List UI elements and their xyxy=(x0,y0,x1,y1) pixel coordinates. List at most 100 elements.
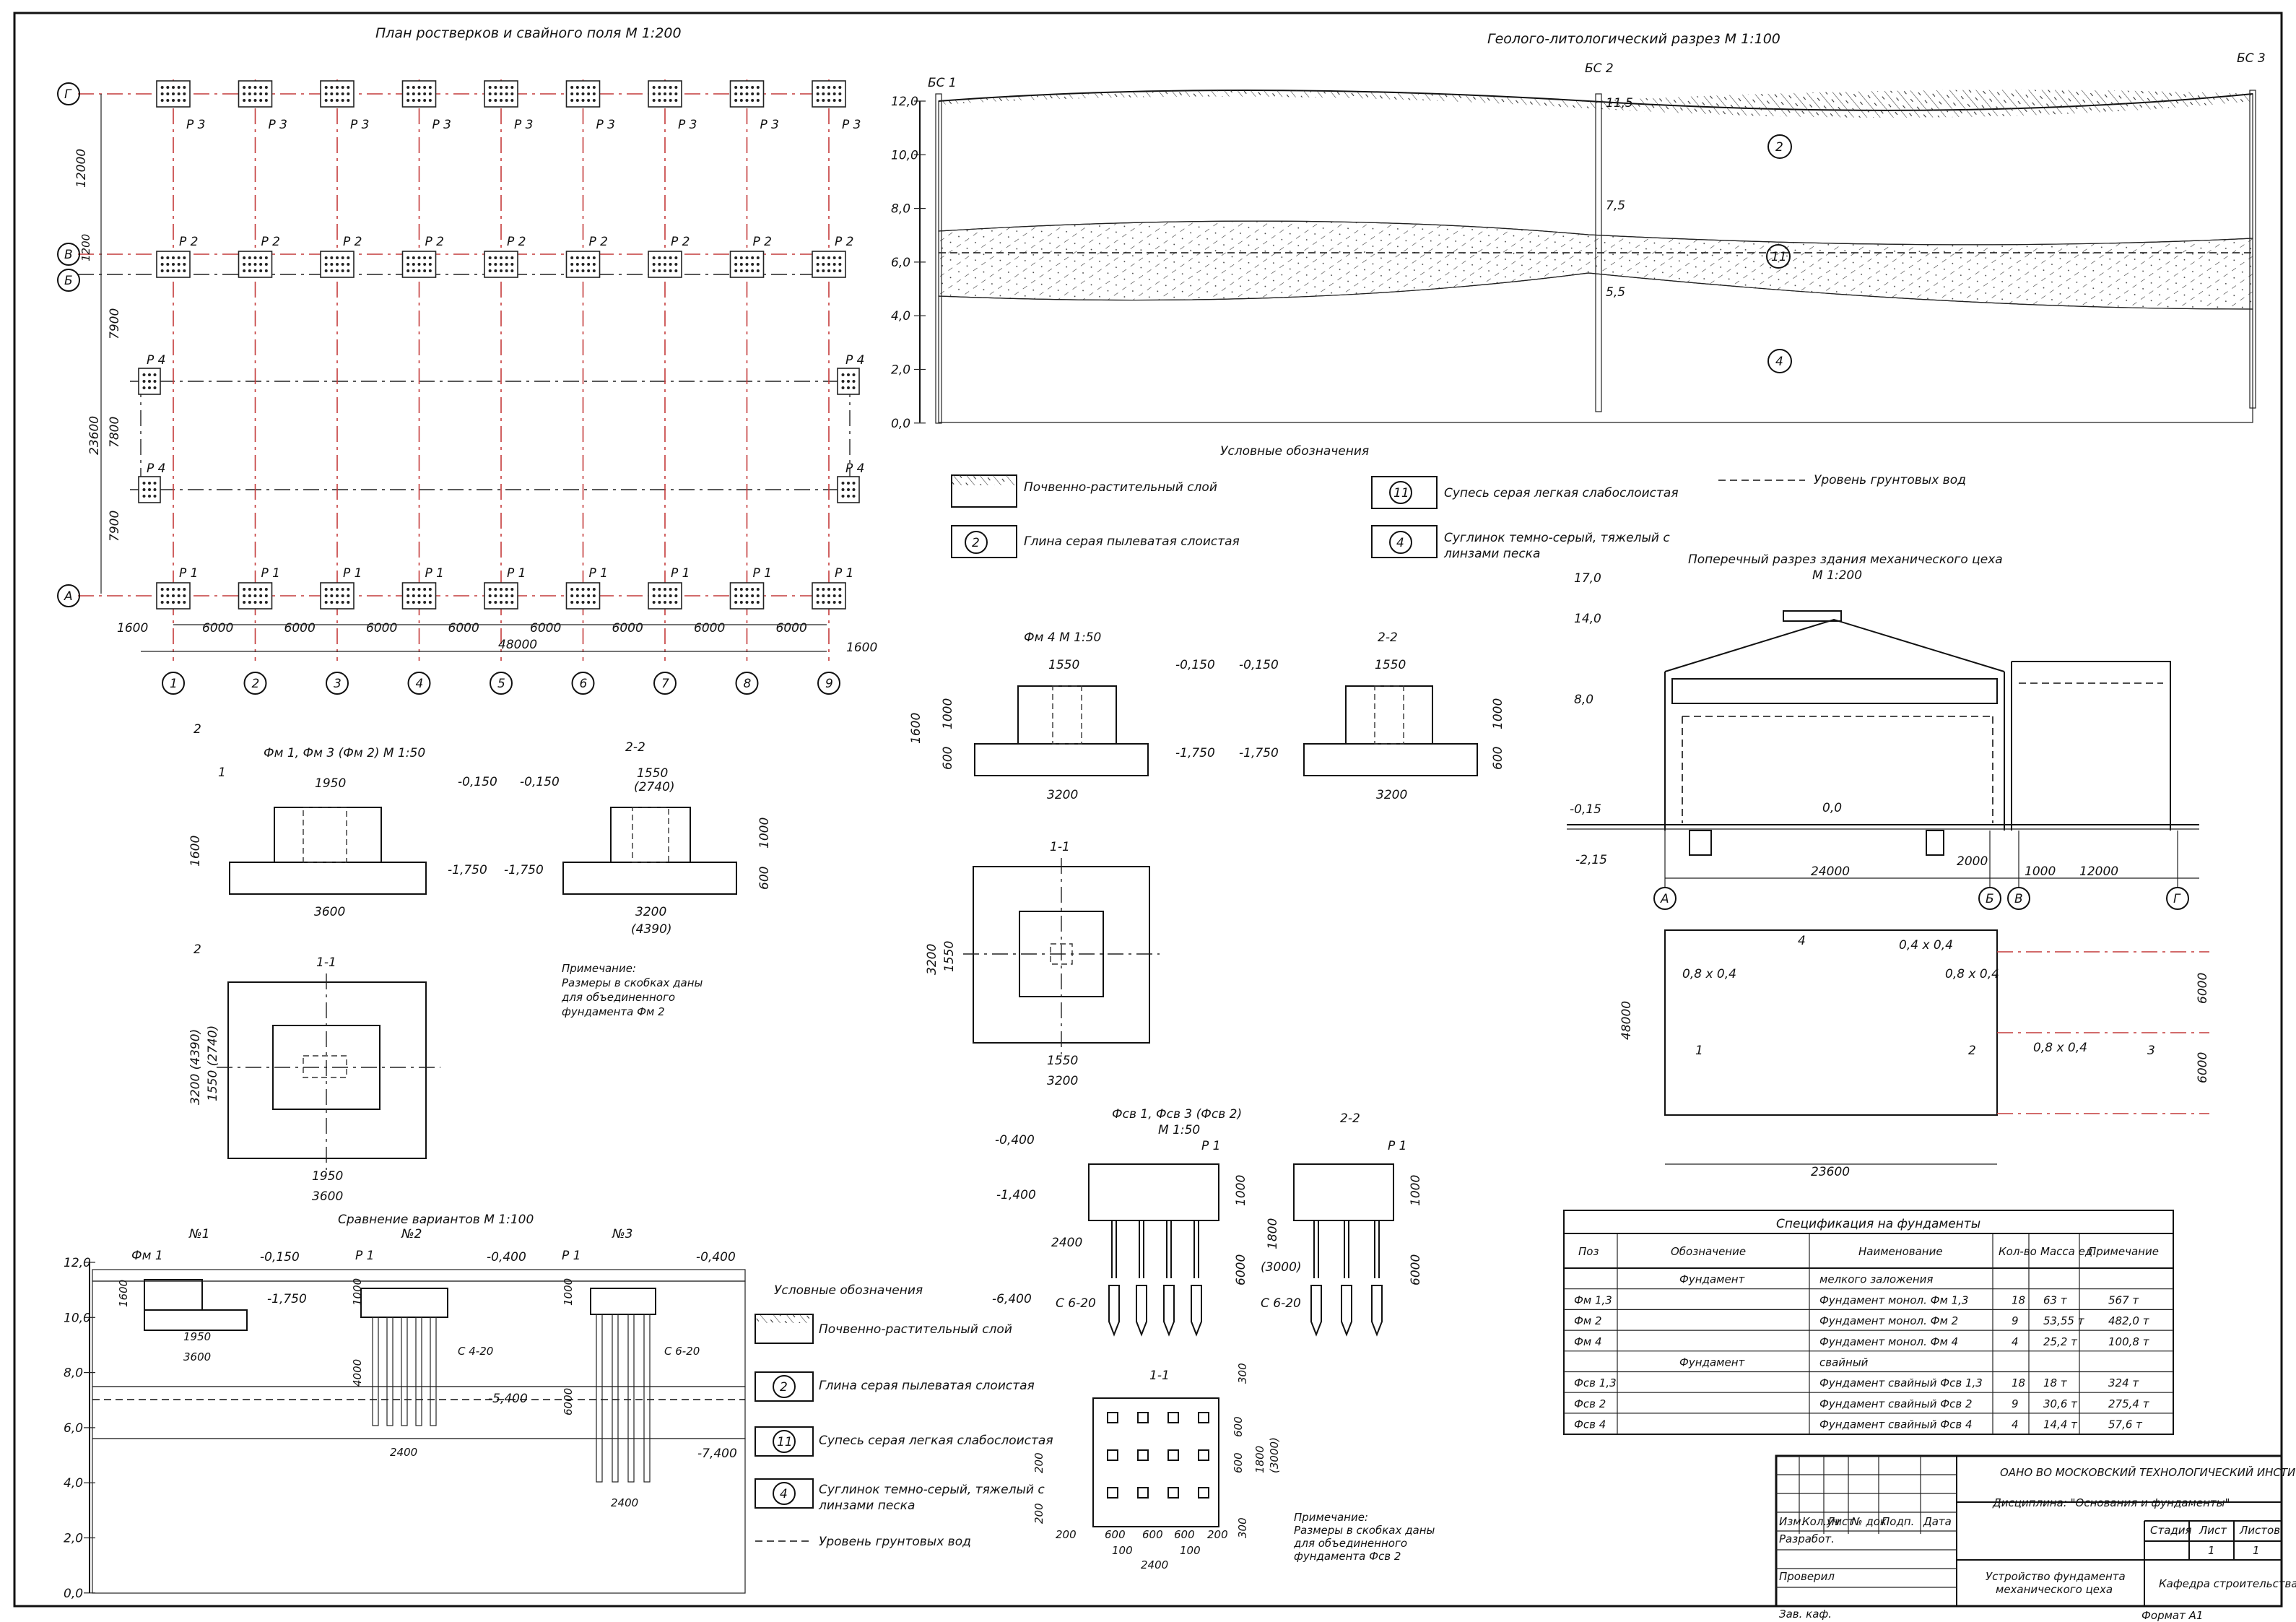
fsv-scale: М 1:50 xyxy=(1158,1123,1200,1137)
pile-cap-r1-6-pile xyxy=(570,601,574,604)
pile-cap-r2-5-pile xyxy=(494,256,497,259)
pile-cap-r2-4-pile xyxy=(428,256,432,259)
pile-cap-r1-3-pile xyxy=(347,594,350,597)
pile-cap-r3-3-pile xyxy=(341,92,344,95)
pile-cap-r3-6 xyxy=(565,80,601,108)
fsv-plan-dim-600a: 600 xyxy=(1232,1416,1245,1437)
pile-cap-r2-8-pile xyxy=(751,263,755,266)
pile-cap-r1-4-pile xyxy=(412,594,415,597)
pile-cap-r4-1-1-pile xyxy=(847,495,850,498)
fm4-22-column xyxy=(1345,685,1433,745)
pile-cap-r2-2-pile xyxy=(243,256,246,259)
pile-cap-r1-9-pile xyxy=(832,601,836,604)
pile-cap-r1-9-pile xyxy=(816,601,819,604)
pile-cap-r1-7-pile xyxy=(658,588,661,591)
pile-cap-r1-7-pile xyxy=(652,601,656,604)
legend-b-text-loam-1: Суглинок темно-серый, тяжелый с xyxy=(819,1483,1045,1497)
pile-cap-r3-8-pile xyxy=(751,92,755,95)
pile-cap-r2-5-pile xyxy=(505,269,508,272)
pile-cap-r1-1-pile xyxy=(166,588,170,591)
pile-cap-r2-9-pile xyxy=(832,263,836,266)
pile-cap-r3-5-pile xyxy=(488,92,492,95)
compare-level-040a: -0,400 xyxy=(487,1250,526,1265)
pile-cap-r2-4-pile xyxy=(423,269,427,272)
legend-b-text-loam-2: линзами песка xyxy=(818,1499,915,1513)
fsv-level-140: -1,400 xyxy=(996,1188,1036,1202)
pile-cap-r1-6 xyxy=(565,582,601,610)
fsv-note-1: Примечание: xyxy=(1294,1511,1368,1524)
spec-cell-6-5: 275,4 т xyxy=(2108,1397,2150,1410)
plan-axis-bubble-3 xyxy=(326,672,349,695)
pile-cap-r1-1-pile xyxy=(160,588,164,591)
pile-cap-r2-3-pile xyxy=(336,256,339,259)
cross-dim-48000: 48000 xyxy=(1619,1001,1634,1040)
fsv-dim-2400: 2400 xyxy=(1051,1236,1082,1250)
pile-cap-r3-2-pile xyxy=(243,86,246,89)
compare-y-ticks: 12,010,08,06,04,02,00,0 xyxy=(64,1256,95,1601)
stamp-sheet-v: 1 xyxy=(2208,1544,2215,1557)
pile-cap-r1-6-pile xyxy=(581,588,585,591)
fm1-22-level-015: -0,150 xyxy=(520,775,560,789)
pile-cap-r3-6-pile xyxy=(587,86,591,89)
cross-dim-23600: 23600 xyxy=(1811,1165,1850,1179)
legend-mark-4 xyxy=(1389,531,1412,554)
cross-mark-3: 3 xyxy=(2147,1044,2155,1058)
pile-cap-label-r2-9: Р 2 xyxy=(835,235,853,249)
pile-cap-r2-1-pile xyxy=(183,263,186,266)
pile-cap-r3-6-pile xyxy=(575,86,579,89)
pile-cap-r1-3-pile xyxy=(324,588,328,591)
fm4-22-dim-3200: 3200 xyxy=(1376,788,1407,802)
pile-cap-r1-8-pile xyxy=(739,588,743,591)
pile-cap-r2-1-pile xyxy=(160,256,164,259)
legend-b-mark-2: 2 xyxy=(780,1380,788,1395)
fm4-level-015: -0,150 xyxy=(1175,658,1215,672)
compare-dim-1000a: 1000 xyxy=(351,1278,364,1306)
pile-cap-r3-9-pile xyxy=(832,92,836,95)
legend-text-groundwater: Уровень грунтовых вод xyxy=(1814,473,1966,487)
spec-cell-6-3: 9 xyxy=(2012,1397,2019,1410)
fsv-note-2: Размеры в скобках даны xyxy=(1294,1524,1435,1537)
pile-cap-r1-1-pile xyxy=(166,601,170,604)
spec-header-0: Поз xyxy=(1578,1245,1599,1258)
pile-cap-r3-2-pile xyxy=(259,99,263,102)
compare-level-540: -5,400 xyxy=(488,1392,528,1406)
compare-mark-r1a: Р 1 xyxy=(355,1249,374,1263)
pile-cap-r2-4-pile xyxy=(423,263,427,266)
spec-cell-1-5: 567 т xyxy=(2108,1293,2139,1306)
fsv-plan-pile-0-1 xyxy=(1137,1412,1149,1423)
pile-cap-r3-9 xyxy=(812,80,846,108)
pile-cap-r3-6-pile xyxy=(575,92,579,95)
pile-cap-r1-8-pile xyxy=(756,594,760,597)
cross-axis-label-2: В xyxy=(2014,892,2023,906)
pile-cap-r1-3 xyxy=(320,582,355,610)
fsv-pile-tip-2 xyxy=(1163,1285,1175,1337)
pile-cap-r3-9-pile xyxy=(827,86,830,89)
pile-cap-r2-2-pile xyxy=(243,269,246,272)
pile-cap-r4-1-0-pile xyxy=(142,482,146,485)
pile-cap-r3-4-pile xyxy=(428,92,432,95)
pile-cap-r3-9-pile xyxy=(816,92,819,95)
pile-cap-r1-5-pile xyxy=(505,588,508,591)
pile-cap-r1-4-pile xyxy=(423,588,427,591)
pile-cap-r3-6-pile xyxy=(587,92,591,95)
pile-cap-r2-5-pile xyxy=(500,263,503,266)
pile-cap-r2-9-pile xyxy=(827,256,830,259)
fm1-plan-dim-3600: 3600 xyxy=(312,1189,343,1204)
level-7-5: 7,5 xyxy=(1606,199,1625,213)
legend-mark-2 xyxy=(965,531,988,554)
legend-mark-2-text: 2 xyxy=(972,536,980,550)
pile-cap-r2-5-pile xyxy=(510,256,514,259)
fsv-label-r1: Р 1 xyxy=(1201,1139,1220,1153)
pile-cap-r4-0-0 xyxy=(138,368,161,395)
pile-cap-r3-4-pile xyxy=(417,92,421,95)
pile-cap-r3-3-pile xyxy=(341,99,344,102)
pile-cap-r1-1-pile xyxy=(183,588,186,591)
pile-cap-r3-8-pile xyxy=(756,99,760,102)
pile-cap-label-r4-0-1: Р 4 xyxy=(845,353,864,368)
pile-cap-r2-8-pile xyxy=(745,256,749,259)
pile-cap-r1-2-pile xyxy=(259,588,263,591)
pile-cap-r3-6-pile xyxy=(570,86,574,89)
spec-cell-4-2: свайный xyxy=(1819,1356,1869,1369)
pile-cap-r3-4-pile xyxy=(406,99,410,102)
stamp-role-0: Разработ. xyxy=(1779,1532,1835,1545)
